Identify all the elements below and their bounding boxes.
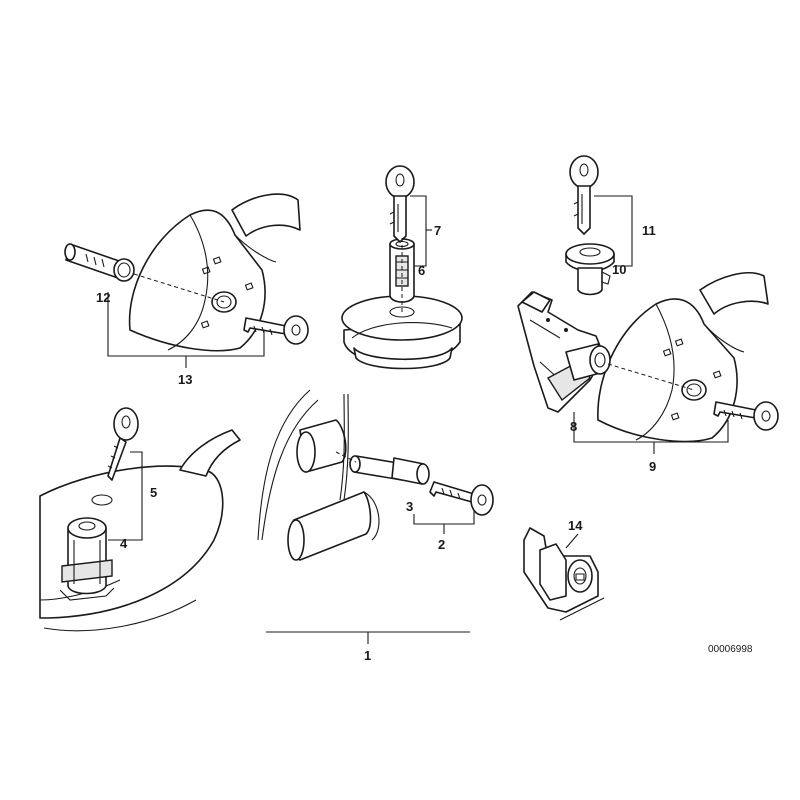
assembly-axis-8 <box>607 363 695 391</box>
fuel-cap <box>341 295 463 370</box>
callout-12: 12 <box>96 290 110 305</box>
key-9 <box>713 401 779 431</box>
callout-7: 7 <box>434 223 441 238</box>
callout-11: 11 <box>642 223 656 238</box>
callout-9: 9 <box>649 459 656 474</box>
callout-10: 10 <box>612 262 626 277</box>
callout-1: 1 <box>364 648 371 663</box>
leader-14 <box>565 533 579 549</box>
lock-14 <box>523 527 605 621</box>
key-2 <box>429 481 494 516</box>
callout-6: 6 <box>418 263 425 278</box>
lock-cylinder-3 <box>349 455 430 485</box>
key-7 <box>385 165 415 243</box>
keyhole-ring-5 <box>91 494 113 506</box>
lock-cylinder-4 <box>59 517 115 601</box>
lock-cylinder-12 <box>64 243 135 282</box>
bracket-5 <box>108 451 143 541</box>
callout-14: 14 <box>568 518 583 533</box>
lock-housing-8 <box>517 291 611 413</box>
callout-3: 3 <box>406 499 413 514</box>
lock-cylinder-10 <box>565 243 615 296</box>
callout-5: 5 <box>150 485 157 500</box>
handlebar-housing-right <box>597 272 769 443</box>
callout-4: 4 <box>120 536 128 551</box>
callout-13: 13 <box>178 372 192 387</box>
key-5 <box>107 407 139 481</box>
bracket-9 <box>573 412 729 443</box>
assembly-axis-3 <box>335 451 357 463</box>
frame-tubes <box>257 389 380 561</box>
handlebar-housing-left <box>128 193 301 352</box>
drawing-number: 00006998 <box>708 644 753 655</box>
key-13 <box>243 315 309 345</box>
callout-2: 2 <box>438 537 445 552</box>
assembly-axis-12 <box>133 273 225 303</box>
bracket-11 <box>594 195 633 267</box>
callout-8: 8 <box>570 419 577 434</box>
key-11 <box>569 155 599 235</box>
bracket-7 <box>410 195 427 267</box>
bracket-2 <box>413 510 475 525</box>
